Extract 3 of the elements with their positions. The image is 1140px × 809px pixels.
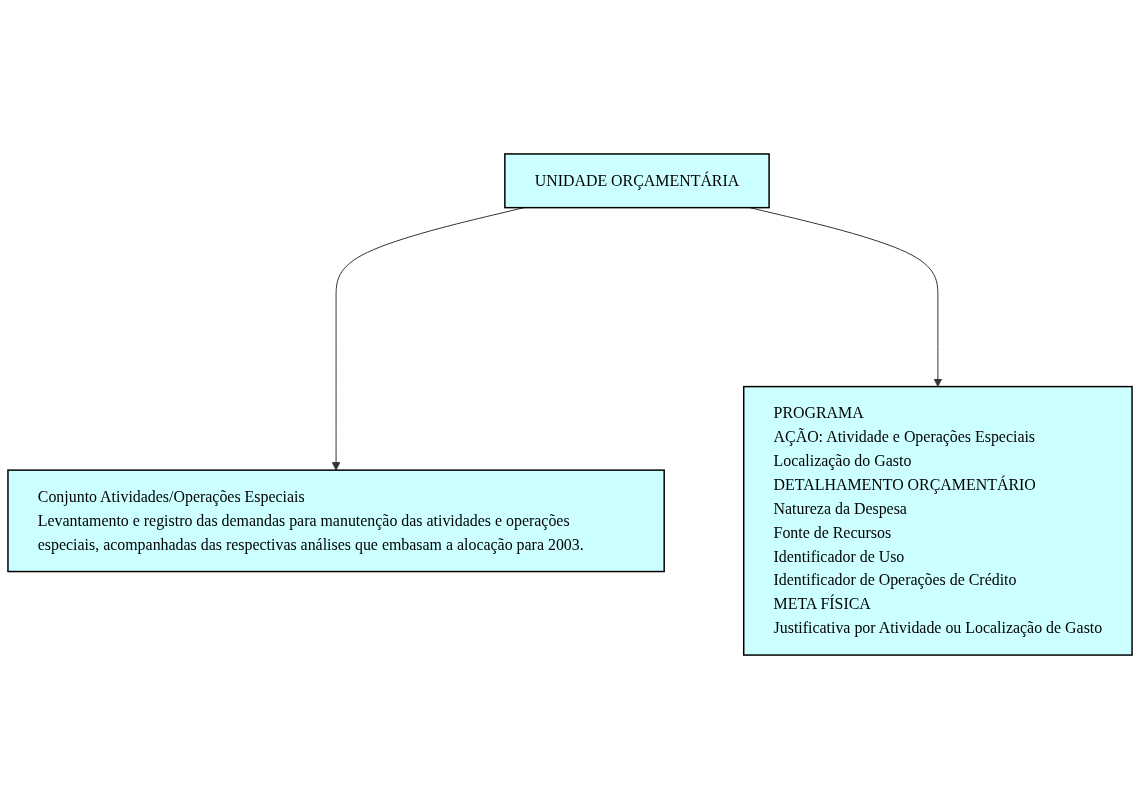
- node-box: PROGRAMA AÇÃO: Atividade e Operações Especiais Localização do Gasto DETALHAMENTO ORÇAMENTÁRIO Natureza da Despesa Fonte de Recursos Identificador de Uso Identificador de Operações de Crédito META FÍSICA Justificativa por Atividade ou Localização de Gasto: [742, 385, 1133, 656]
- node-box: UNIDADE ORÇAMENTÁRIA: [504, 153, 770, 209]
- node-box: Conjunto Atividades/Operações Especiais Levantamento e registro das demandas para manutenção das atividades e operações especiais, acompanhadas das respectivas análises que embasam a alocação para 2003.: [7, 469, 665, 573]
